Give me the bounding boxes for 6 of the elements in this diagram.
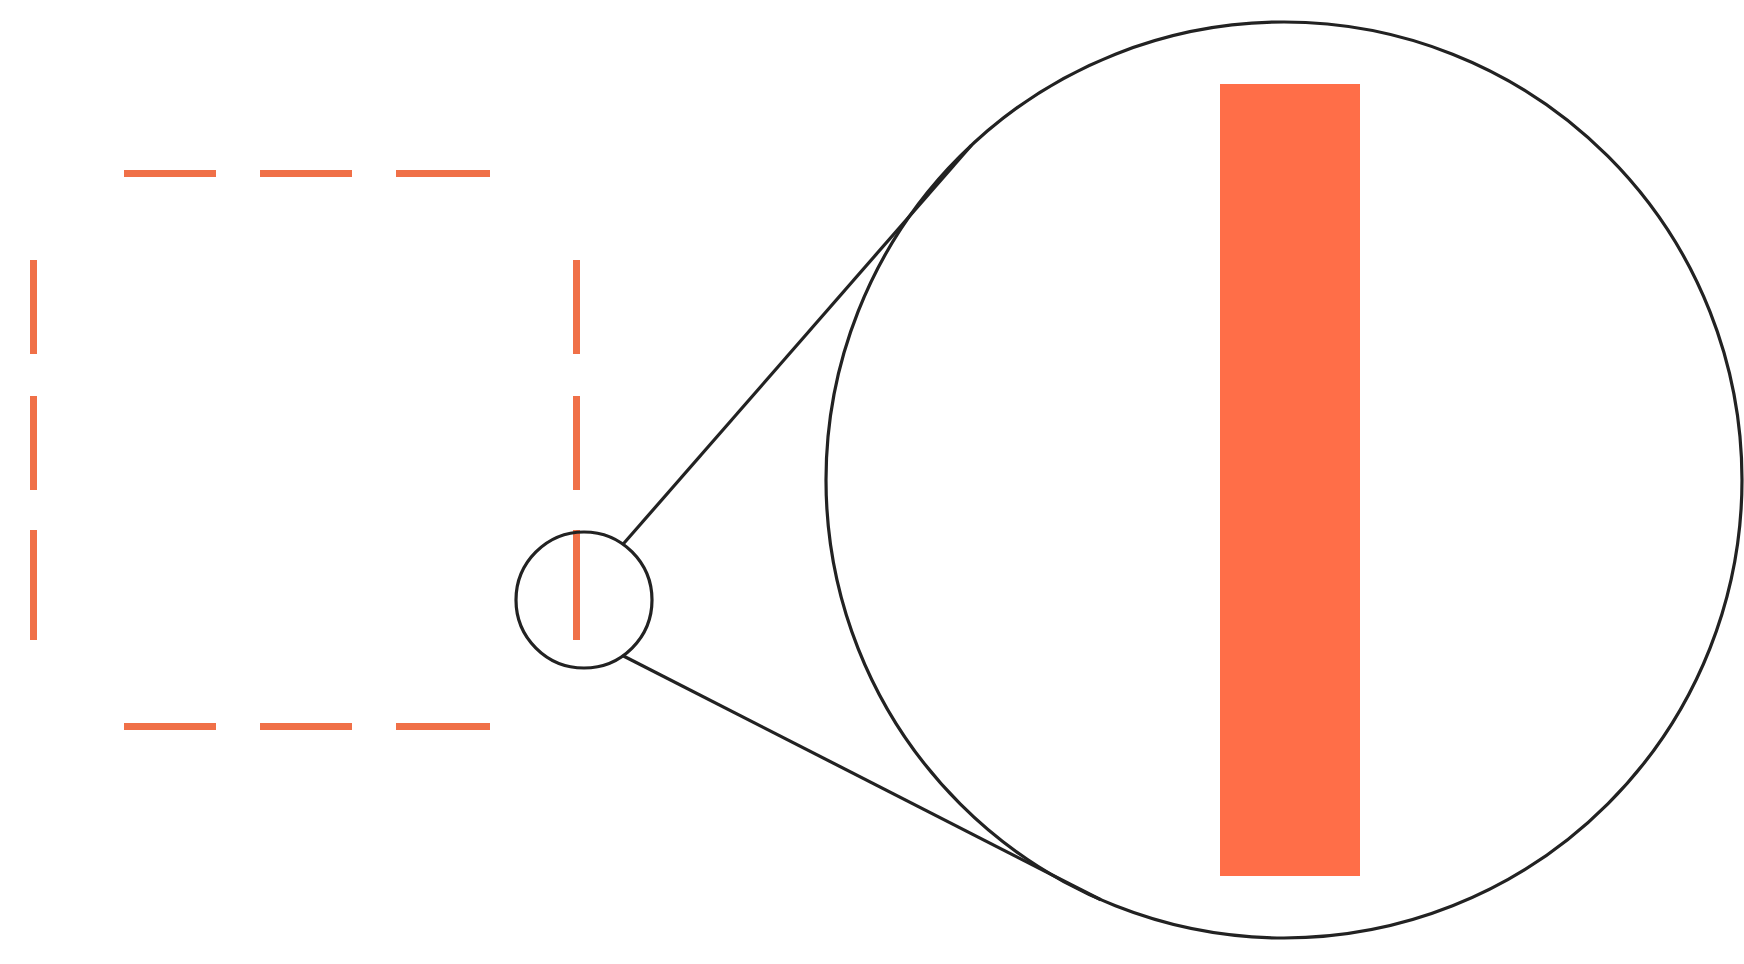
bar xyxy=(1220,84,1360,876)
magnifier-circle xyxy=(514,530,654,670)
dashed-square xyxy=(30,170,580,730)
magnifier-circle xyxy=(824,20,1744,940)
zoom-line xyxy=(622,654,1102,902)
zoom-line xyxy=(621,144,973,546)
